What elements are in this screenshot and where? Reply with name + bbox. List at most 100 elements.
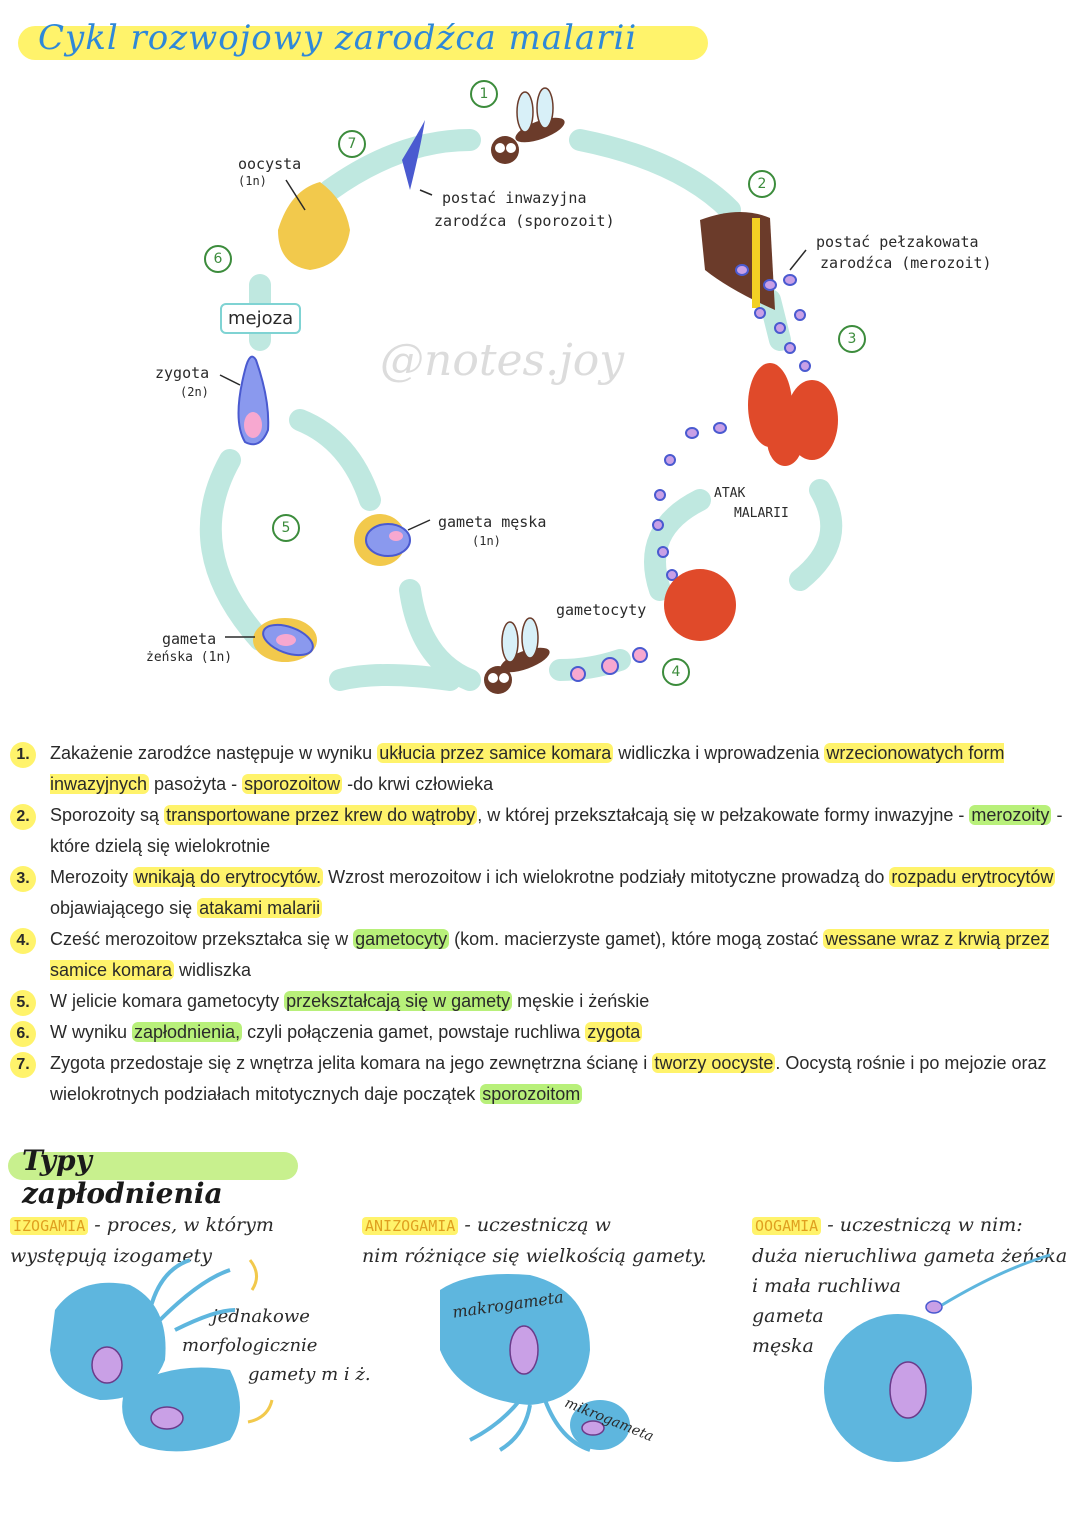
label-zygota: zygota [155,364,210,382]
step-text: W jelicie komara gametocyty przekształca… [50,986,1070,1017]
highlighted-text: ukłucia przez samice komara [377,743,614,763]
step-item: 5. W jelicie komara gametocyty przekształ… [10,986,1070,1017]
oogamia-text: OOGAMIA - uczestniczą w nim: duża nieruc… [752,1210,1072,1361]
izogamia-cells [50,1258,274,1452]
highlighted-text: tworzy oocyste [652,1053,776,1073]
step-item: 1.Zakażenie zarodźce następuje w wyniku … [10,738,1070,800]
label-gameta-zenska-2: żeńska (1n) [146,650,233,665]
step-number-badge: 7. [10,1052,36,1078]
step-number-3: 3 [838,325,866,353]
oogamia-line5: męska [752,1335,814,1357]
step-text-part: widliczka i wprowadzenia [613,743,825,763]
arrow-5-right [289,409,381,511]
steps-list: 1.Zakażenie zarodźce następuje w wyniku … [10,738,1070,1110]
highlighted-text: przekształcają się w gamety [284,991,513,1011]
mejoza-box: mejoza [220,303,302,334]
izogamia-line2: występują izogamety [10,1245,212,1267]
step-item: 3.Merozoity wnikają do erytrocytów. Wzro… [10,862,1070,924]
arrow-to-male [399,579,481,691]
anizogamia-line2: nim różniące się wielkością gamety. [362,1245,707,1267]
mosquito-bottom [484,617,550,694]
male-gamete-nucleus [389,531,403,541]
step-text: Sporozoity są transportowane przez krew … [50,800,1070,862]
step-text-part: (kom. macierzyste gamet), które mogą zos… [449,929,824,949]
liver-band [752,218,760,308]
highlighted-text: gametocyty [353,929,450,949]
anizogamia-text: ANIZOGAMIA - uczestniczą w nim różniące … [362,1210,722,1271]
step-item: 2. Sporozoity są transportowane przez kre… [10,800,1070,862]
arrow-5-left [199,449,271,651]
label-sporozoit: postać inwazyjna [442,189,587,207]
step-text: W wyniku zapłodnienia, czyli połączenia … [50,1017,1070,1048]
step-text-part: Wzrost merozoitow i ich wielokrotne podz… [323,867,890,887]
step-number: 6. [10,1017,50,1048]
highlighted-text: zygota [585,1022,643,1042]
izogamia-note1: jednakowe [212,1306,310,1327]
sporozoite-shape [402,120,425,190]
step-text-part: objawiającego się [50,898,198,918]
label-merozoit-2: zarodźca (merozoit) [820,254,992,272]
title-highlight [18,26,708,60]
step-text: Zakażenie zarodźce następuje w wyniku uk… [50,738,1070,800]
oogamia-cells [824,1253,1051,1462]
arrow-1-2 [569,129,741,221]
step-text-part: męskie i żeńskie [512,991,650,1011]
step-number: 5. [10,986,50,1017]
izogamia-note2: morfologicznie [182,1335,318,1356]
mosquito-top [491,87,565,164]
highlighted-text: transportowane przez krew do wątroby [164,805,478,825]
oogamia-line3: i mała ruchliwa [752,1275,901,1297]
oogamia-tag: OOGAMIA [752,1217,822,1235]
step-number: 2. [10,800,50,862]
highlighted-text: merozoity [969,805,1052,825]
izogamia-line1: - proces, w którym [94,1214,274,1236]
step-text-part: Zygota przedostaje się z wnętrza jelita … [50,1053,653,1073]
step-number-badge: 3. [10,866,36,892]
oogamia-line2: duża nieruchliwa gameta żeńska [752,1245,1068,1267]
gamete-types-drawings [50,1253,1051,1462]
liver-shape [700,211,775,310]
male-gamete-shape [365,523,411,557]
step-number-badge: 4. [10,928,36,954]
watermark: @notes.joy [380,335,625,386]
merozoite-dots [652,264,811,581]
step-text: Zygota przedostaje się z wnętrza jelita … [50,1048,1070,1110]
arrow-rbc-back [644,489,711,601]
step-number-badge: 2. [10,804,36,830]
gametocyte-dots [570,647,648,682]
highlighted-text: atakami malarii [197,898,323,918]
step-number: 7. [10,1048,50,1110]
step-text-part: - które dzielą się wielokrotnie [50,805,1063,856]
types-title-banner: Typy zapłodnienia [8,1144,298,1210]
step-number: 4. [10,924,50,986]
step-text-part: widliszka [174,960,252,980]
label-gameta-meska-ploidy: (1n) [472,534,501,548]
highlighted-text: zapłodnienia, [132,1022,243,1042]
step-text: Cześć merozoitow przekształca się w game… [50,924,1070,986]
highlighted-text: sporozoitom [480,1084,583,1104]
step-text-part: W wyniku [50,1022,133,1042]
step-text-part: czyli połączenia gamet, powstaje ruchliw… [242,1022,586,1042]
step-text-part: W jelicie komara gametocyty [50,991,285,1011]
arrow-to-female [329,664,461,691]
step-text-part: . Oocystą rośnie i po mejozie oraz wielo… [50,1053,1047,1104]
anizogamia-cells [440,1274,630,1452]
types-title-highlight [8,1152,298,1180]
izogamia-note: jednakowe morfologicznie gamety m i ż. [182,1302,371,1389]
step-number-7: 7 [338,130,366,158]
anizogamia-tag: ANIZOGAMIA [362,1217,459,1235]
arrow-7-1 [319,129,481,201]
label-gameta-meska: gameta męska [438,513,547,531]
zygote-nucleus [244,412,262,438]
step-text-part: Zakażenie zarodźce następuje w wyniku [50,743,378,763]
step-text-part: Merozoity [50,867,134,887]
highlighted-text: rozpadu erytrocytów [889,867,1056,887]
anizogamia-line1: - uczestniczą w [464,1214,611,1236]
step-number-badge: 5. [10,990,36,1016]
label-gametocyty: gametocyty [556,601,647,619]
step-item: 6.W wyniku zapłodnienia, czyli połączeni… [10,1017,1070,1048]
step-item: 7. Zygota przedostaje się z wnętrza jelit… [10,1048,1070,1110]
izogamia-text: IZOGAMIA - proces, w którym występują iz… [10,1210,350,1271]
label-zygota-ploidy: (2n) [180,385,209,399]
label-atak-2: MALARII [734,506,789,521]
